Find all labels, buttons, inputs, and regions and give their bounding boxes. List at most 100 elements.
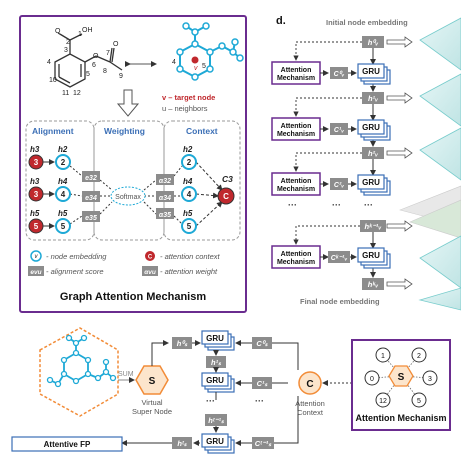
h-label: h5 <box>183 209 193 218</box>
section-weighting-heading: Weighting <box>104 126 145 136</box>
ellipsis: ··· <box>206 396 215 406</box>
atom-label: 12 <box>73 90 81 97</box>
legend-node-embedding: - node embedding <box>46 252 107 261</box>
ellipsis: ··· <box>255 396 264 406</box>
h-label: h¹ₛ <box>211 358 222 367</box>
attention-weights: α32 α34 α35 <box>156 174 174 219</box>
attentive-fp-box <box>11 436 123 452</box>
attentive-fp-label: Attentive FP <box>44 440 91 449</box>
atom-label: O <box>55 28 61 35</box>
edge-score: e35 <box>85 215 97 222</box>
h-label: h2 <box>183 145 193 154</box>
c-label: Cᵗ⁻¹ₛ <box>255 439 273 448</box>
panel-d-gru-blocks: GRU GRU GRU GRU <box>357 63 391 269</box>
context-nodes: h2 h4 h5 2 4 5 C3 C <box>181 145 235 234</box>
attention-context-label: Context <box>297 408 324 417</box>
alpha-weight: α32 <box>159 178 171 185</box>
gam-legend: v - node embedding C - attention context… <box>28 250 221 276</box>
target-node-icon <box>191 56 199 64</box>
attention-context-circle <box>298 371 322 395</box>
gam-panel-title: Graph Attention Mechanism <box>60 291 206 303</box>
target-node-label: v <box>194 65 198 72</box>
node-number: 2 <box>187 158 192 167</box>
attention-mechanism-label: Mechanism <box>277 75 315 82</box>
legend-target-node: v – target node <box>162 93 215 102</box>
node-number: 1 <box>381 353 385 360</box>
attention-mechanism-label: Mechanism <box>277 186 315 193</box>
h-label: hᵗ⁻¹ₛ <box>208 416 225 425</box>
node-number: 2 <box>417 353 421 360</box>
node-number: 3 <box>34 190 39 199</box>
legend-attention-context: - attention context <box>160 252 221 261</box>
alpha-weight: α34 <box>159 195 171 202</box>
legend-attention-weight: - attention weight <box>160 267 218 276</box>
gru-label: GRU <box>206 437 224 446</box>
h-label: hᵏ⁻¹ᵥ <box>365 222 382 231</box>
molecule-structure <box>54 32 123 88</box>
gru-label: GRU <box>362 67 380 76</box>
node-number: 3 <box>34 158 39 167</box>
alignment-scores: e32 e34 e35 <box>82 171 100 222</box>
panel-d-h-boxes: h⁰ᵥ h¹ᵥ h²ᵥ hᵏ⁻¹ᵥ hᵏᵥ <box>360 36 386 290</box>
attention-mechanism-box <box>351 339 451 431</box>
gru-label: GRU <box>362 251 380 260</box>
atom-label: 8 <box>103 68 107 75</box>
virtual-super-node <box>135 365 169 395</box>
h-label: h5 <box>58 209 68 218</box>
virtual-super-node-label: Super Node <box>132 407 172 416</box>
panel-d-attention-boxes: Attention Mechanism Attention Mechanism … <box>271 61 321 269</box>
h-label: h⁰ᵥ <box>368 38 379 47</box>
legend-symbol: αvu <box>144 269 156 276</box>
molecule-atoms <box>46 334 117 388</box>
legend-alignment-score: - alignment score <box>46 267 104 276</box>
legend-symbol: v <box>35 254 39 260</box>
context-c-label: C <box>306 379 313 390</box>
h-label: h¹ᵥ <box>368 94 378 103</box>
h-label: h3 <box>30 177 40 186</box>
node-number: 2 <box>61 158 66 167</box>
c-label: C¹ᵥ <box>334 127 344 134</box>
attention-context-node <box>217 187 235 205</box>
section-alignment-heading: Alignment <box>32 126 74 136</box>
node-number: 12 <box>379 398 387 405</box>
c-label: Cᵏ⁻¹ᵥ <box>331 255 348 262</box>
virtual-super-node-label: Virtual <box>141 398 162 407</box>
bottom-c-boxes: C⁰ₛ C¹ₛ Cᵗ⁻¹ₛ <box>252 337 274 449</box>
atom-label: 1 <box>78 31 82 38</box>
node-number: 5 <box>61 222 66 231</box>
node-number: C <box>223 192 229 201</box>
node-number: 0 <box>370 376 374 383</box>
node-number: 4 <box>61 190 66 199</box>
target-graph: v 4 5 <box>172 22 244 81</box>
attention-mechanism-label: Attention <box>281 178 312 185</box>
atom-label: 7 <box>106 50 110 57</box>
gam-panel: O 2 1 OH 3 4 5 O 6 O 7 8 9 10 11 12 <box>19 15 247 313</box>
super-node-label: S <box>149 376 156 387</box>
node-number: 5 <box>187 222 192 231</box>
bottom-h-boxes: h⁰ₛ h¹ₛ hᵗ⁻¹ₛ hᵗₛ <box>172 337 227 449</box>
atom-label: 2 <box>66 39 70 46</box>
node-number-label: 4 <box>172 59 176 66</box>
h-label: hᵏᵥ <box>368 280 378 289</box>
c-label: C⁰ᵥ <box>334 70 345 78</box>
c-label: C²ᵥ <box>334 182 344 189</box>
section-context-heading: Context <box>186 126 218 136</box>
h-label: h3 <box>30 145 40 154</box>
panel-d: d. Initial node embedding Final node emb… <box>271 15 461 311</box>
softmax-node <box>110 186 146 206</box>
embedding-sheets <box>399 17 461 311</box>
panel-letter: d. <box>276 15 286 27</box>
atom-label: 10 <box>49 77 57 84</box>
alpha-weight: α35 <box>159 212 171 219</box>
molecule-hexagon <box>39 327 119 417</box>
atom-label: O <box>93 53 99 60</box>
context-c-label: C3 <box>222 174 233 184</box>
gru-label: GRU <box>362 123 380 132</box>
gru-label: GRU <box>362 178 380 187</box>
node-number: 4 <box>187 190 192 199</box>
alignment-nodes: 3 2 3 4 5 5 <box>28 154 71 234</box>
molecule-labels: O 2 1 OH 3 4 5 O 6 O 7 8 9 10 11 12 <box>47 27 123 97</box>
edge-score: e34 <box>85 195 97 202</box>
down-arrow-icon <box>116 89 140 117</box>
ellipsis: ··· <box>288 200 297 210</box>
